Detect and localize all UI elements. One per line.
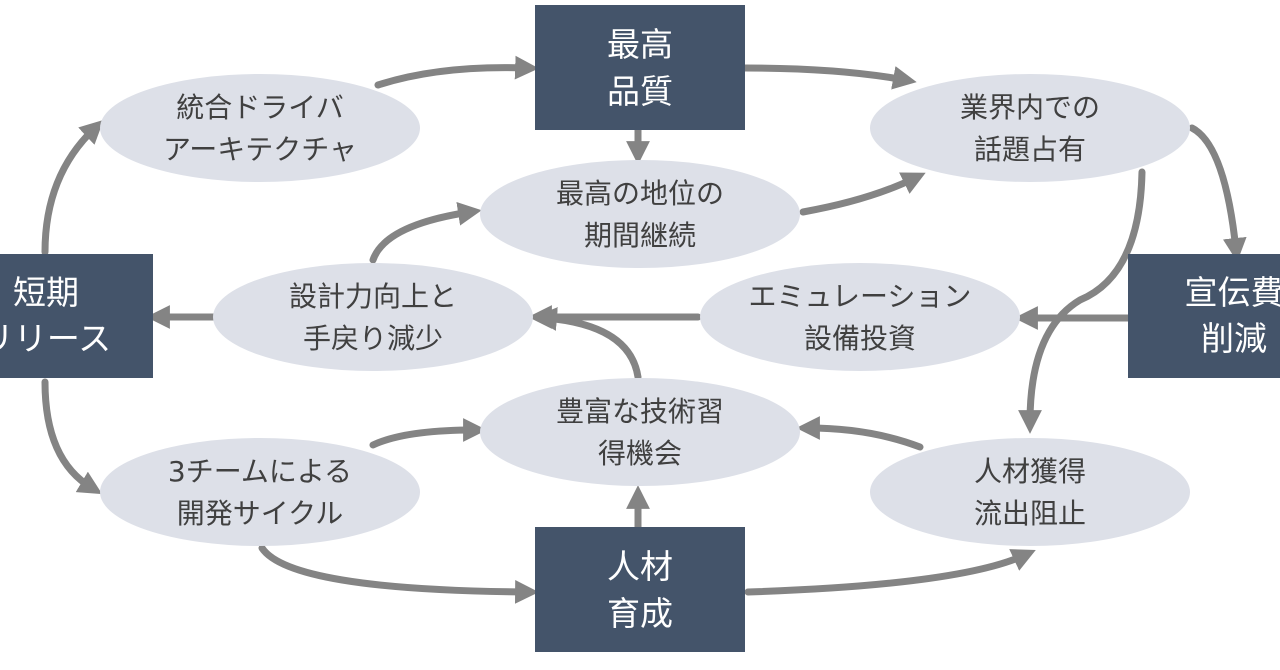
arrow-short-release-to-three-team [41, 378, 103, 495]
box-line-1: 宣伝費 [1185, 273, 1280, 312]
oval-line-2: アーキテクチャ [163, 133, 357, 166]
oval-node-talent-retention: 人材獲得 流出阻止 [870, 438, 1190, 546]
box-line-2: 削減 [1201, 319, 1267, 358]
oval-line-1: 統合ドライバ [176, 91, 343, 124]
oval-line-2: 手戻り減少 [303, 322, 443, 355]
arrow-sustained-top-to-industry-buzz [799, 172, 926, 216]
box-line-2: リリース [0, 319, 111, 358]
oval-line-2: 得機会 [598, 437, 682, 470]
oval-line-2: 話題占有 [974, 133, 1086, 166]
box-line-1: 最高 [607, 25, 673, 64]
oval-node-emulation-investment: エミュレーション 設備投資 [700, 263, 1020, 371]
oval-line-1: 人材獲得 [974, 455, 1086, 488]
oval-line-1: 最高の地位の [556, 177, 724, 210]
box-line-2: 育成 [607, 594, 673, 633]
arrow-design-skill-to-sustained-top [369, 202, 482, 264]
box-line-1: 人材 [607, 547, 673, 586]
oval-line-2: 流出阻止 [974, 497, 1086, 530]
arrow-industry-buzz-to-ad-cost [1188, 124, 1247, 262]
arrow-tech-learning-to-design-skill [533, 307, 642, 381]
arrow-talent-retention-to-tech-learning [796, 416, 924, 451]
oval-node-design-skill: 設計力向上と 手戻り減少 [213, 263, 533, 371]
box-node-short-release: 短期 リリース [0, 254, 153, 378]
oval-node-three-team-cycle: 3チームによる 開発サイクル [100, 438, 420, 546]
oval-node-integrated-driver: 統合ドライバ アーキテクチャ [100, 74, 420, 182]
oval-node-industry-buzz: 業界内での 話題占有 [870, 74, 1190, 182]
oval-line-2: 開発サイクル [177, 497, 344, 530]
oval-line-2: 期間継続 [584, 219, 696, 252]
arrow-three-team-to-tech-learning [369, 418, 487, 449]
oval-line-1: 業界内での [960, 91, 1100, 124]
oval-line-1: 3チームによる [168, 455, 352, 488]
oval-line-1: 豊富な技術習 [556, 395, 724, 428]
oval-node-tech-learning: 豊富な技術習 得機会 [480, 378, 800, 486]
oval-line-1: エミュレーション [749, 280, 972, 313]
oval-line-1: 設計力向上と [289, 280, 457, 313]
oval-node-sustained-top: 最高の地位の 期間継続 [480, 160, 800, 268]
box-node-talent-development: 人材 育成 [535, 527, 745, 652]
arrow-short-release-to-integrated-driver [41, 119, 104, 256]
arrow-top-quality-to-industry-buzz [741, 64, 917, 90]
arrow-talent-development-to-talent-retention [744, 549, 1036, 596]
box-node-ad-cost-reduction: 宣伝費 削減 [1128, 254, 1280, 378]
connectors [41, 55, 1247, 604]
box-line-1: 短期 [13, 273, 79, 312]
box-line-2: 品質 [607, 72, 673, 111]
arrow-industry-buzz-to-talent-retention [1018, 168, 1146, 434]
arrow-integrated-driver-to-top-quality [374, 55, 539, 89]
box-node-top-quality: 最高 品質 [535, 5, 745, 130]
oval-line-2: 設備投資 [804, 322, 916, 355]
arrow-three-team-to-talent-development [258, 544, 539, 604]
